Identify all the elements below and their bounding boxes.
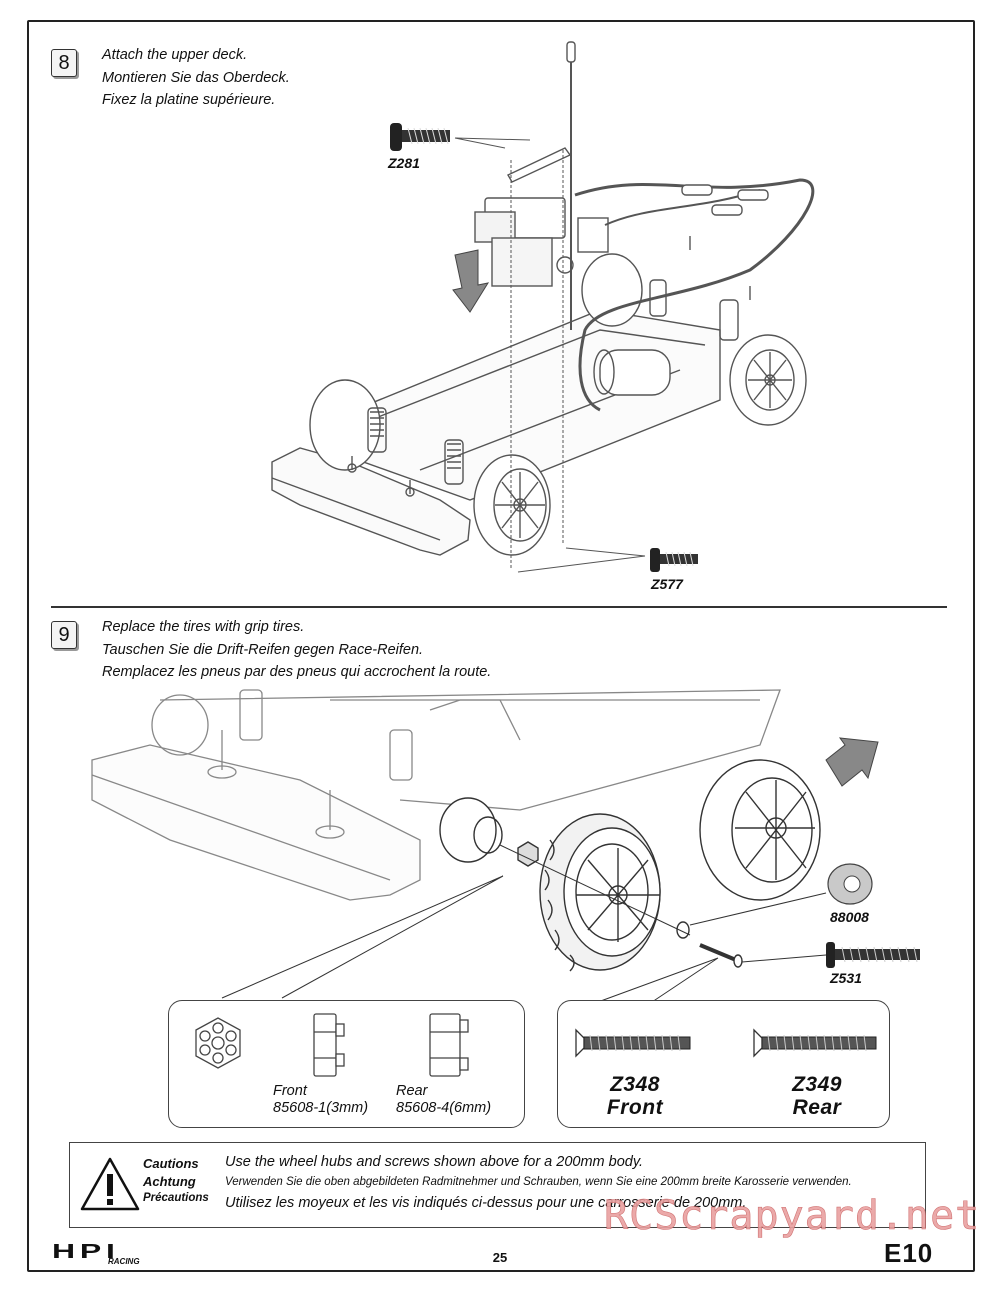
hub-rear-side-icon [429,1013,469,1077]
screw-rear-label: Z349 Rear [772,1073,862,1119]
hub-rear-label: Rear 85608-4(6mm) [396,1083,491,1117]
page-frame [27,20,975,1272]
hpi-logo: HPI [52,1241,120,1263]
step-8-illustration [271,41,815,573]
step-9-instructions: Replace the tires with grip tires. Tausc… [102,616,491,684]
screw-z349-icon [753,1028,877,1058]
screw-front-name: Front [606,1096,664,1119]
down-arrow-icon [452,249,490,313]
step-8-text-fr: Fixez la platine supérieure. [102,92,276,108]
hpi-logo-sub: RACING [108,1257,140,1266]
hub-front-name: Front [273,1083,307,1099]
screw-front-label: Z348 Front [590,1073,680,1119]
hub-rear-name: Rear [396,1083,428,1099]
screw-front-code: Z348 [610,1073,660,1096]
hub-front-code: 85608-1(3mm) [273,1100,369,1116]
step-8-text-de: Montieren Sie das Oberdeck. [102,69,290,86]
hex-hub-icon [195,1017,241,1069]
hub-rear-code: 85608-4(6mm) [396,1100,492,1116]
forward-arrow-icon [825,737,879,787]
caution-label-en: Cautions [143,1156,199,1171]
caution-label-fr: Précautions [143,1192,209,1204]
step-9-text-en: Replace the tires with grip tires. [102,619,305,635]
step-9-illustration [91,689,920,1003]
hub-front-label: Front 85608-1(3mm) [273,1083,368,1117]
screw-rear-code: Z349 [792,1073,842,1096]
screw-z577-icon [650,548,698,572]
step-8-number: 8 [51,49,77,77]
model-name: E10 [884,1238,934,1268]
step-9-text-de: Tauschen Sie die Drift-Reifen gegen Race… [102,641,424,658]
page-number: 25 [492,1250,508,1265]
warning-icon [80,1157,140,1211]
caution-text-de: Verwenden Sie die oben abgebildeten Radm… [225,1176,852,1188]
screw-detail-box [557,1000,890,1128]
watermark: RCScrapyard.net [604,1193,981,1240]
screw-rear-name: Rear [792,1096,842,1119]
step-9-number: 9 [51,621,77,649]
part-label-z577: Z577 [651,576,683,592]
part-label-z281: Z281 [388,155,420,171]
screw-z348-icon [575,1028,691,1058]
washer-88008-icon [827,863,873,905]
screw-z531-icon [826,942,920,968]
part-label-88008: 88008 [830,909,869,925]
caution-label-de: Achtung [143,1174,196,1189]
caution-box: Cautions Achtung Précautions Use the whe… [69,1142,926,1228]
step-8-instructions: Attach the upper deck. Montieren Sie das… [102,44,290,112]
hub-front-side-icon [313,1013,345,1077]
step-8-text-en: Attach the upper deck. [102,47,248,63]
part-label-z531: Z531 [830,970,862,986]
step-9-text-fr: Remplacez les pneus par des pneus qui ac… [102,664,492,680]
caution-text-en: Use the wheel hubs and screws shown abov… [225,1154,644,1170]
step-separator [51,606,947,608]
caution-text-fr: Utilisez les moyeux et les vis indiqués … [225,1195,747,1211]
screw-z281-icon [390,123,450,151]
